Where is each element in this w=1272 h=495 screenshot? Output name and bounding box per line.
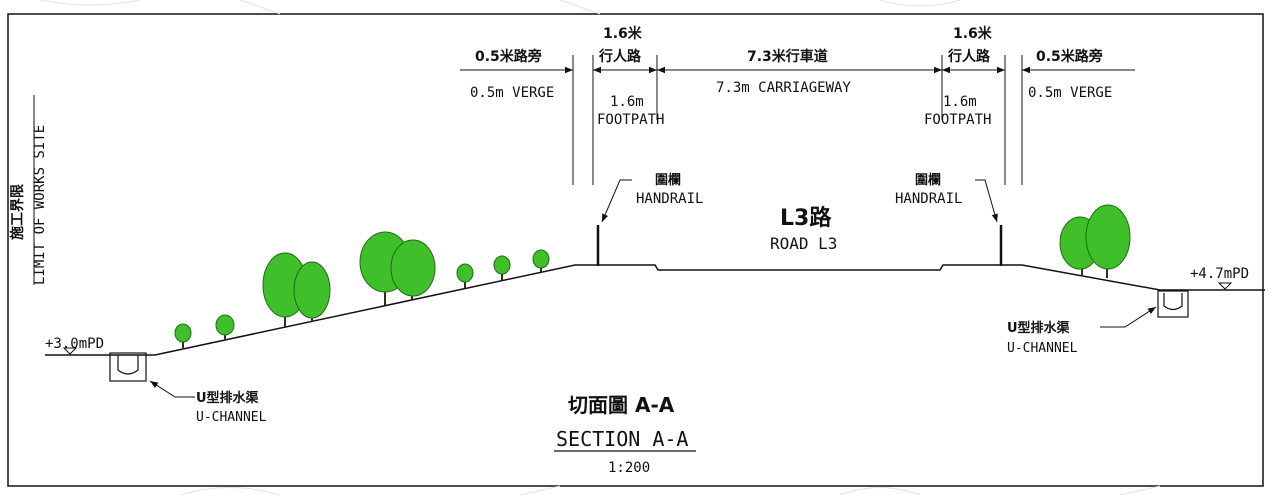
tree: [174, 323, 192, 348]
footpath-left-en2: FOOTPATH: [597, 112, 664, 128]
u-channel-right: [1157, 290, 1189, 318]
tree: [390, 239, 436, 300]
handrail-leader-right: [975, 179, 998, 223]
background-watermark: [39, 0, 1161, 495]
verge-right-en: 0.5m VERGE: [1028, 85, 1112, 101]
extension-lines: [572, 55, 1023, 185]
level-mark-left: [62, 347, 78, 355]
u-channel-right-zh: U型排水渠: [1007, 320, 1071, 336]
tree: [493, 255, 511, 280]
handrail-right-en: HANDRAIL: [895, 191, 962, 207]
verge-left-en: 0.5m VERGE: [470, 85, 554, 101]
verge-left-zh: 0.5米路旁: [475, 48, 542, 65]
channel-leader-right: [1100, 306, 1157, 328]
limit-label-en: LIMIT OF WORKS SITE: [32, 125, 48, 285]
section-title-zh: 切面圖 A-A: [568, 393, 675, 417]
footpath-left-zh2: 行人路: [598, 48, 642, 65]
road-name-en: ROAD L3: [770, 234, 837, 253]
u-channel-right-en: U-CHANNEL: [1007, 341, 1078, 356]
tree: [1085, 204, 1131, 278]
footpath-left-zh1: 1.6米: [603, 25, 643, 42]
road-name-zh: L3路: [780, 205, 832, 231]
tree: [456, 263, 474, 288]
section-scale: 1:200: [608, 460, 650, 476]
ground-profile: [45, 264, 1265, 356]
footpath-right-en1: 1.6m: [943, 94, 977, 110]
handrail-right-zh: 圍欄: [915, 172, 941, 188]
limit-label-zh: 施工界限: [9, 184, 26, 240]
handrail-leader-left: [601, 179, 632, 223]
footpath-right-zh1: 1.6米: [953, 25, 993, 42]
tree: [532, 249, 550, 272]
u-channel-left-en: U-CHANNEL: [196, 410, 267, 425]
footpath-right-zh2: 行人路: [947, 48, 991, 65]
footpath-right-en2: FOOTPATH: [924, 112, 991, 128]
limit-label: 施工界限 LIMIT OF WORKS SITE: [9, 125, 48, 285]
u-channel-left-zh: U型排水渠: [196, 390, 260, 406]
section-title-en: SECTION A-A: [556, 427, 688, 451]
carriageway-zh: 7.3米行車道: [747, 48, 828, 65]
tree: [215, 314, 235, 340]
level-left: +3.0mPD: [45, 336, 104, 352]
carriageway-en: 7.3m CARRIAGEWAY: [716, 80, 851, 96]
channel-leader-left: [149, 380, 195, 398]
footpath-left-en1: 1.6m: [610, 94, 644, 110]
trees: [174, 204, 1131, 348]
handrail-left-en: HANDRAIL: [636, 191, 703, 207]
u-channel-left: [109, 352, 147, 382]
level-right: +4.7mPD: [1190, 266, 1249, 282]
drawing-border: [7, 13, 1264, 487]
verge-right-zh: 0.5米路旁: [1036, 48, 1103, 65]
handrail-left-zh: 圍欄: [655, 172, 681, 188]
tree: [293, 261, 331, 322]
level-mark-right: [1217, 282, 1233, 290]
